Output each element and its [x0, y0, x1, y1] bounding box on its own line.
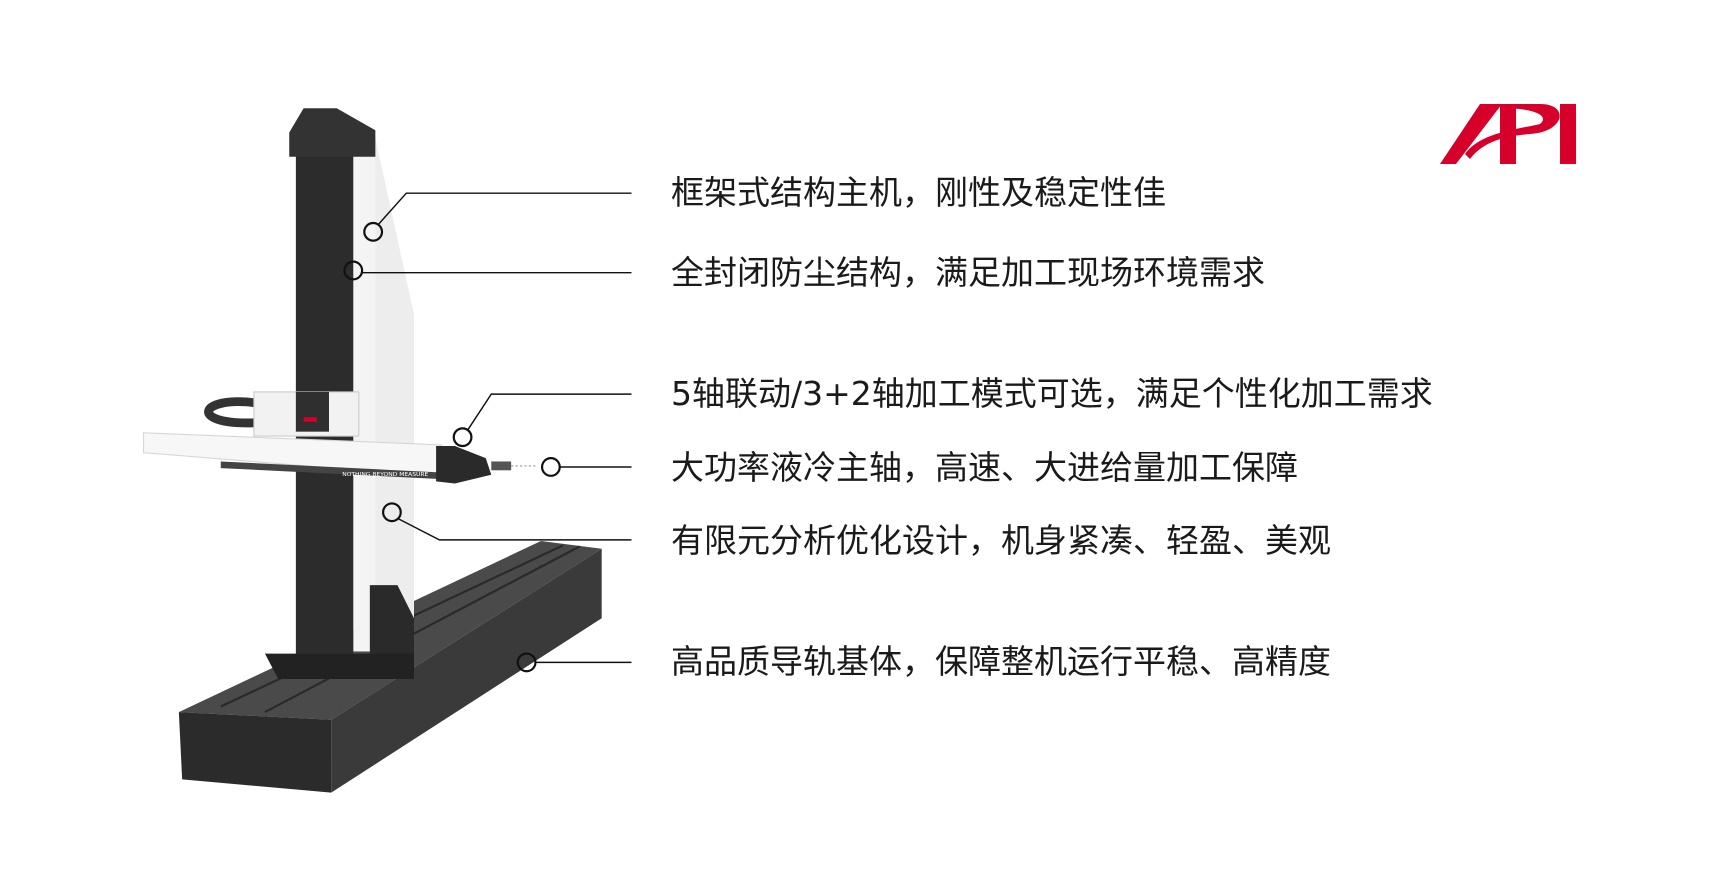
callout-lines [343, 192, 632, 673]
spindle-arm: NOTHING BEYOND MEASURE [142, 391, 536, 484]
column [264, 108, 414, 679]
feature-fea-design: 有限元分析优化设计，机身紧凑、轻盈、美观 [671, 521, 1331, 560]
feature-5-axis: 5轴联动/3+2轴加工模式可选，满足个性化加工需求 [671, 374, 1433, 413]
feature-frame-structure: 框架式结构主机，刚性及稳定性佳 [671, 173, 1166, 212]
feature-guide-rail: 高品质导轨基体，保障整机运行平稳、高精度 [671, 642, 1331, 681]
feature-spindle: 大功率液冷主轴，高速、大进给量加工保障 [671, 448, 1298, 487]
feature-dustproof: 全封闭防尘结构，满足加工现场环境需求 [671, 253, 1265, 292]
arm-label: NOTHING BEYOND MEASURE [342, 472, 429, 478]
api-logo [1440, 104, 1576, 164]
